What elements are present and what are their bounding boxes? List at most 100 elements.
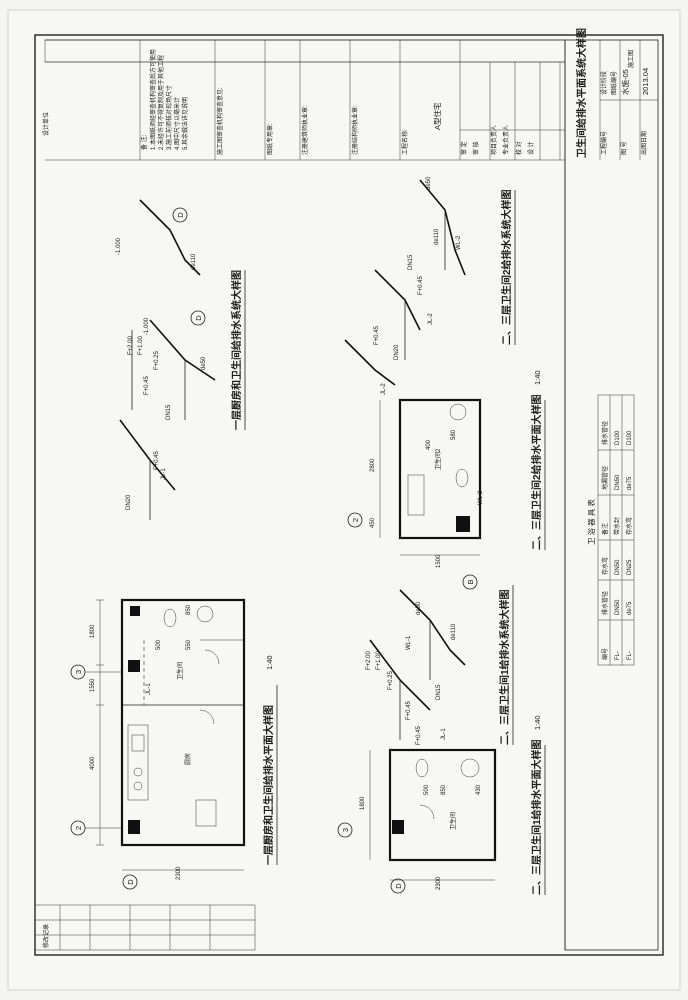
plan-2: 1800 2300 500 850 430 卫生间 3 D 二、三层卫生间1给排… bbox=[337, 715, 546, 895]
legend-header-0: 编号 bbox=[601, 648, 609, 660]
revision-table: 修改记录 bbox=[34, 904, 256, 951]
plan3-scale: 1:40 bbox=[533, 370, 542, 385]
plan2-title: 二、三层卫生间1给排水平面大样图 bbox=[530, 739, 543, 895]
sys1-level-6: -1.000 bbox=[144, 317, 150, 335]
discipline-label: 图纸编号 bbox=[610, 71, 618, 95]
sys1-level-3: F+0.45 bbox=[144, 375, 150, 395]
paper bbox=[7, 9, 681, 991]
sys1-level-5: -1.000 bbox=[116, 237, 122, 255]
sys2-level-3: F+0.45 bbox=[406, 700, 412, 720]
plan3-tag: WL-2 bbox=[478, 490, 484, 505]
room-kitchen: 厨房 bbox=[184, 753, 192, 765]
sys2-level-0: F+2.00 bbox=[366, 650, 372, 670]
plan1-tag: JL-1 bbox=[146, 683, 152, 695]
sys3-level-1: F+0.45 bbox=[374, 325, 380, 345]
note-1: 1.本图纸须经审查机构审查后方可使用 bbox=[149, 49, 157, 150]
construction-review-label: 施工图审查机构审查意见: bbox=[216, 87, 224, 155]
design-unit-label: 设计单位 bbox=[42, 112, 50, 136]
plan1-dim-0: 4000 bbox=[90, 756, 96, 770]
sys2-pipe-1: de110 bbox=[451, 623, 457, 640]
note-3: 3.施工前须核对现场尺寸 bbox=[165, 85, 173, 150]
plan3-axis-b: B bbox=[466, 579, 475, 584]
plan3-dim-4: 580 bbox=[451, 429, 457, 440]
plan2-axis-d: D bbox=[394, 883, 403, 889]
legend-r1-c3: 存水弯 bbox=[625, 517, 633, 535]
plan3-room: 卫生间2 bbox=[434, 448, 442, 470]
sys3-level-0: F+0.45 bbox=[418, 275, 424, 295]
sys1-tag-jl: JL-1 bbox=[161, 468, 167, 480]
plan3-dim-3: 400 bbox=[426, 439, 432, 450]
plan2-dim-2: 500 bbox=[424, 784, 430, 795]
plan3-dim-1: 1500 bbox=[436, 554, 442, 568]
revision-label: 修改记录 bbox=[42, 924, 50, 948]
plan-3: 2800 1500 450 400 580 卫生间2 WL-2 2 B 二、三层… bbox=[347, 370, 546, 590]
sys1-level-0: F+2.00 bbox=[128, 335, 134, 355]
legend-table: 卫 浴 器 具 表 编号 排水管径 存水弯 备注 地漏管径 排水管径 FL- D… bbox=[586, 394, 635, 666]
project-no-label: 工程编号 bbox=[600, 131, 608, 155]
plan1-title: 一层厨房和卫生间给排水平面大样图 bbox=[262, 705, 275, 865]
legend-r0-c4: DN50 bbox=[615, 474, 621, 490]
legend-r0-c2: DN50 bbox=[615, 559, 621, 575]
plan1-axis-2: 2 bbox=[74, 826, 83, 830]
date-label: 出图日期 bbox=[640, 131, 648, 155]
legend-r1-c0: FL- bbox=[627, 651, 633, 660]
legend-r0-c3: 带水封 bbox=[613, 517, 621, 535]
sys1-pipe-0: DN20 bbox=[126, 494, 132, 510]
legend-title: 卫 浴 器 具 表 bbox=[586, 499, 596, 545]
sys2-pipe-2: de50 bbox=[416, 601, 422, 615]
sys1-tag-d2: D bbox=[194, 315, 203, 321]
sys3-tag-jl: JL-2 bbox=[428, 313, 434, 325]
plan1-dim-3: 2300 bbox=[176, 866, 182, 880]
legend-r1-c5: D100 bbox=[627, 430, 633, 445]
role-design: 设 计 bbox=[527, 141, 535, 155]
sys2-pipe-0: DN15 bbox=[436, 684, 442, 700]
legend-r0-c0: FL- bbox=[615, 651, 621, 660]
date: 2013.04 bbox=[641, 68, 650, 95]
drawing-no-label: 图 号 bbox=[621, 141, 628, 155]
role-review: 审 核 bbox=[472, 141, 480, 155]
sys3-pipe-2: de50 bbox=[426, 176, 432, 190]
plan1-axis-3: 3 bbox=[74, 670, 83, 674]
sys1-level-2: F+0.25 bbox=[154, 350, 160, 370]
plan1-dim-2: 1800 bbox=[90, 624, 96, 638]
sys1-pipe-1: DN15 bbox=[166, 404, 172, 420]
note-2: 2.未经许可不得复制及用于其他工程 bbox=[157, 55, 165, 150]
sys1-level-1: F+1.00 bbox=[138, 335, 144, 355]
sys2-level-2: F+0.25 bbox=[388, 670, 394, 690]
sys2-tag-jl: JL-1 bbox=[441, 728, 447, 740]
legend-r1-c4: de75 bbox=[627, 476, 633, 490]
sys2-level-4: F+0.45 bbox=[416, 725, 422, 745]
room-bathroom: 卫生间 bbox=[176, 662, 184, 680]
plan2-scale: 1:40 bbox=[533, 715, 542, 730]
note-4: 4.图中尺寸以毫米计 bbox=[173, 97, 181, 150]
plan2-room: 卫生间 bbox=[449, 812, 457, 830]
cert-label: 图纸专用章: bbox=[266, 123, 274, 155]
drawing-frame bbox=[34, 34, 664, 956]
sys1-pipe-3: de50 bbox=[201, 356, 207, 370]
notes-label: 备 注: bbox=[140, 134, 148, 150]
plan3-dim-2: 450 bbox=[370, 517, 376, 528]
sys3-tag-jl2: JL-2 bbox=[381, 383, 387, 395]
legend-r1-c2: DN25 bbox=[627, 559, 633, 575]
legend-r1-c1: de75 bbox=[627, 601, 633, 615]
plan2-dim-3: 850 bbox=[441, 784, 447, 795]
legend-r0-c1: DN50 bbox=[615, 599, 621, 615]
plan1-scale: 1:40 bbox=[265, 655, 274, 670]
plan2-dim-0: 1800 bbox=[360, 796, 366, 810]
design-stage: 施工图 bbox=[627, 50, 635, 68]
plan1-dim-5: 850 bbox=[186, 604, 192, 615]
sys1-title: 一层厨房和卫生间给排水系统大样图 bbox=[230, 270, 243, 430]
role-check: 校 对 bbox=[515, 141, 523, 155]
note-5: 5.其余做法详见说明 bbox=[181, 97, 189, 150]
legend-header-5: 排水管径 bbox=[601, 421, 609, 445]
sys2-tag-wl: WL-1 bbox=[406, 635, 412, 650]
plan1-axis-d: D bbox=[126, 879, 135, 885]
plan2-dim-1: 2300 bbox=[436, 876, 442, 890]
legend-header-4: 地漏管径 bbox=[601, 466, 609, 490]
role-project-lead: 项目负责人 bbox=[490, 125, 498, 155]
legend-header-3: 备注 bbox=[601, 523, 609, 535]
sys1-pipe-2: de110 bbox=[191, 253, 197, 270]
role-approve: 审 定 bbox=[460, 141, 468, 155]
sys2-level-1: F+1.00 bbox=[376, 650, 382, 670]
